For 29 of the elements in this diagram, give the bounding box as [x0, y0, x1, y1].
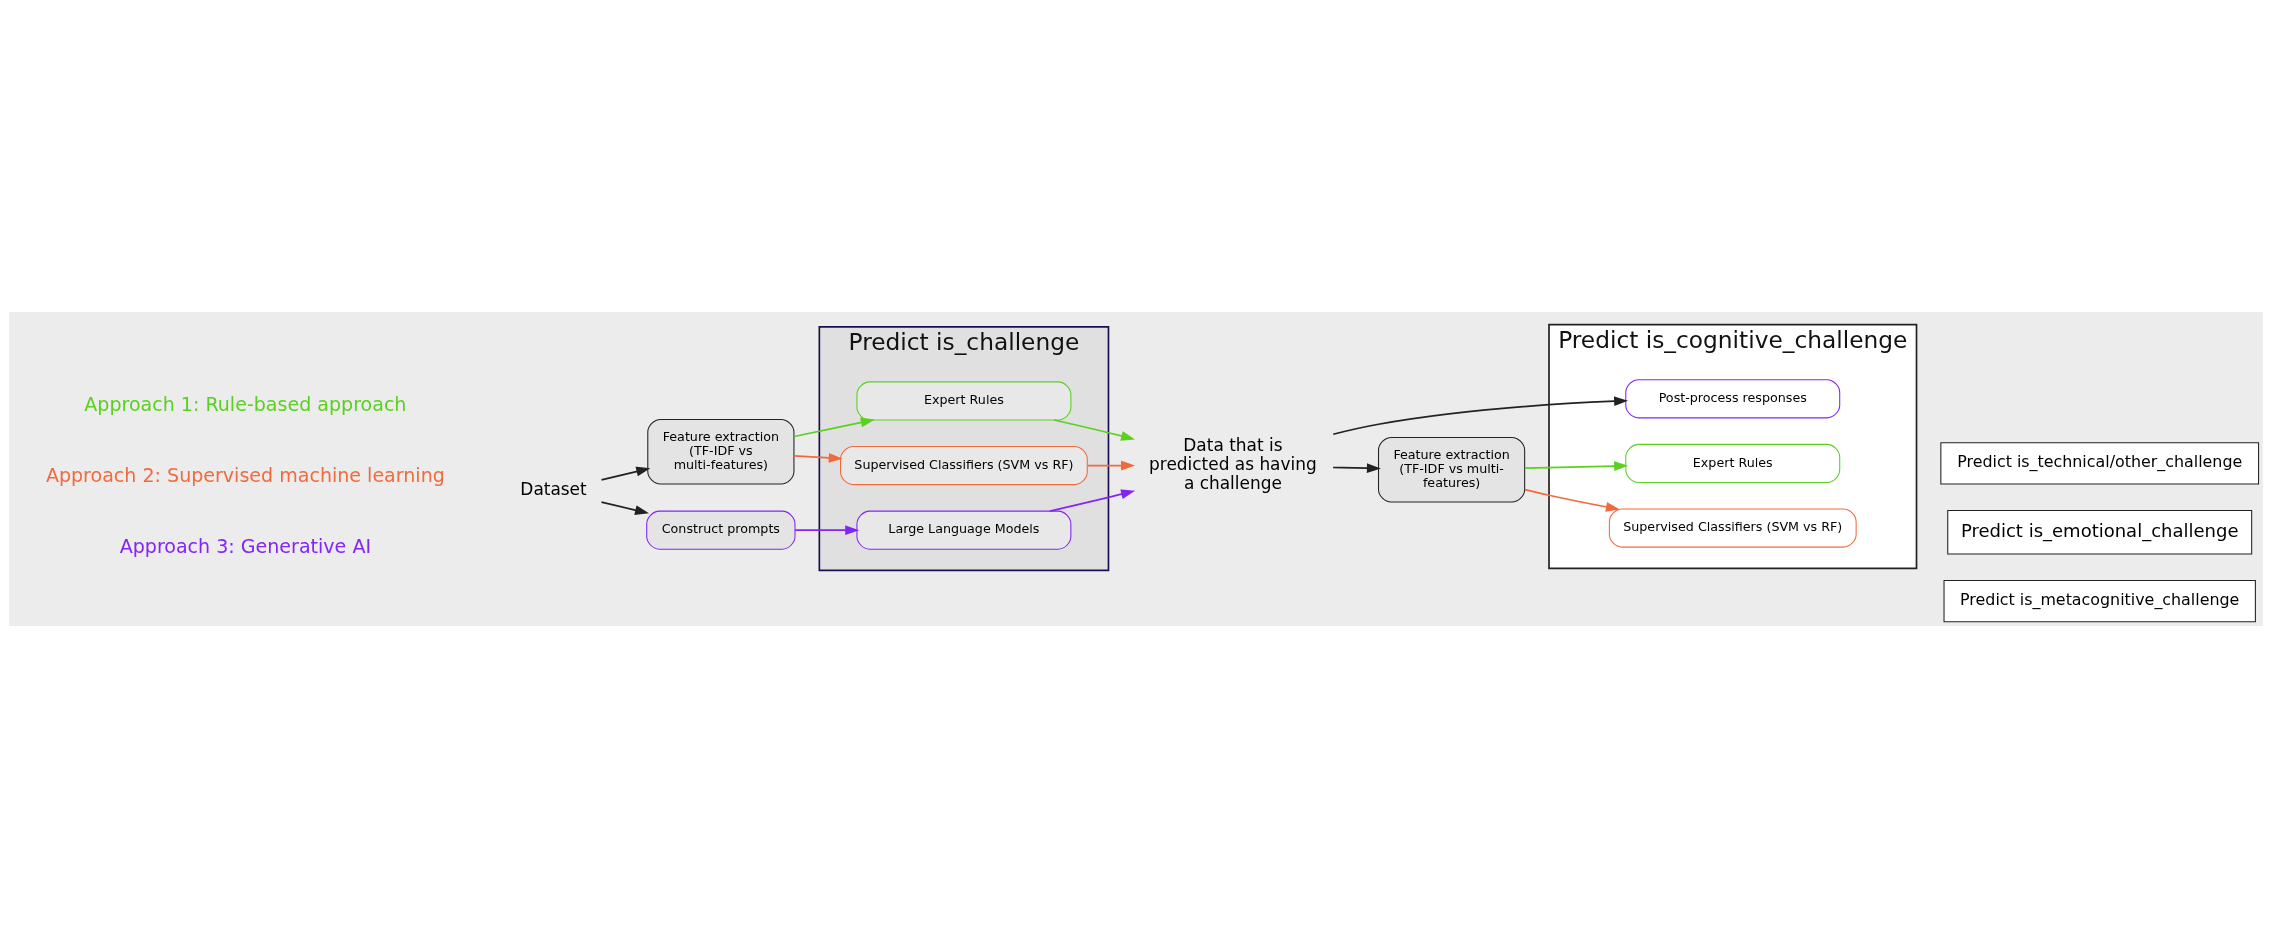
node-box: Post-process responses: [1625, 378, 1841, 418]
arrow: [1524, 488, 1620, 512]
arrow: [600, 500, 649, 515]
node-text: Data that is predicted as having a challenge: [1149, 434, 1317, 493]
node-box: Construct prompts: [646, 510, 796, 550]
arrow: [1053, 418, 1136, 441]
arrow: [1049, 488, 1136, 512]
arrow: [794, 524, 860, 535]
arrow: [1332, 462, 1381, 473]
node-box: Predict is_metacognitive_challenge: [1943, 579, 2256, 622]
legend-label: Approach 3: Generative AI: [119, 534, 372, 557]
arrow: [1524, 460, 1629, 471]
node-box: Feature extraction (TF-IDF vs multi-features): [647, 418, 795, 485]
legend-label: Approach 2: Supervised machine learning: [45, 463, 445, 486]
node-box: Large Language Models: [856, 510, 1072, 550]
node-box: Expert Rules: [1625, 443, 1841, 483]
arrow: [1332, 395, 1629, 435]
node-box: Supervised Classifiers (SVM vs RF): [840, 445, 1088, 485]
arrow: [793, 452, 843, 463]
node-box: Predict is_technical/other_challenge: [1940, 441, 2260, 485]
node-box: Predict is_emotional_challenge: [1947, 509, 2253, 554]
arrow: [1086, 460, 1136, 470]
node-box: Feature extraction (TF-IDF vs multi- features): [1378, 436, 1526, 503]
node-box: Expert Rules: [856, 380, 1072, 421]
node-box: Supervised Classifiers (SVM vs RF): [1608, 507, 1857, 548]
arrow: [600, 466, 651, 481]
arrow: [793, 417, 875, 437]
legend-label: Approach 1: Rule-based approach: [84, 392, 407, 415]
node-text: Dataset: [520, 478, 587, 499]
